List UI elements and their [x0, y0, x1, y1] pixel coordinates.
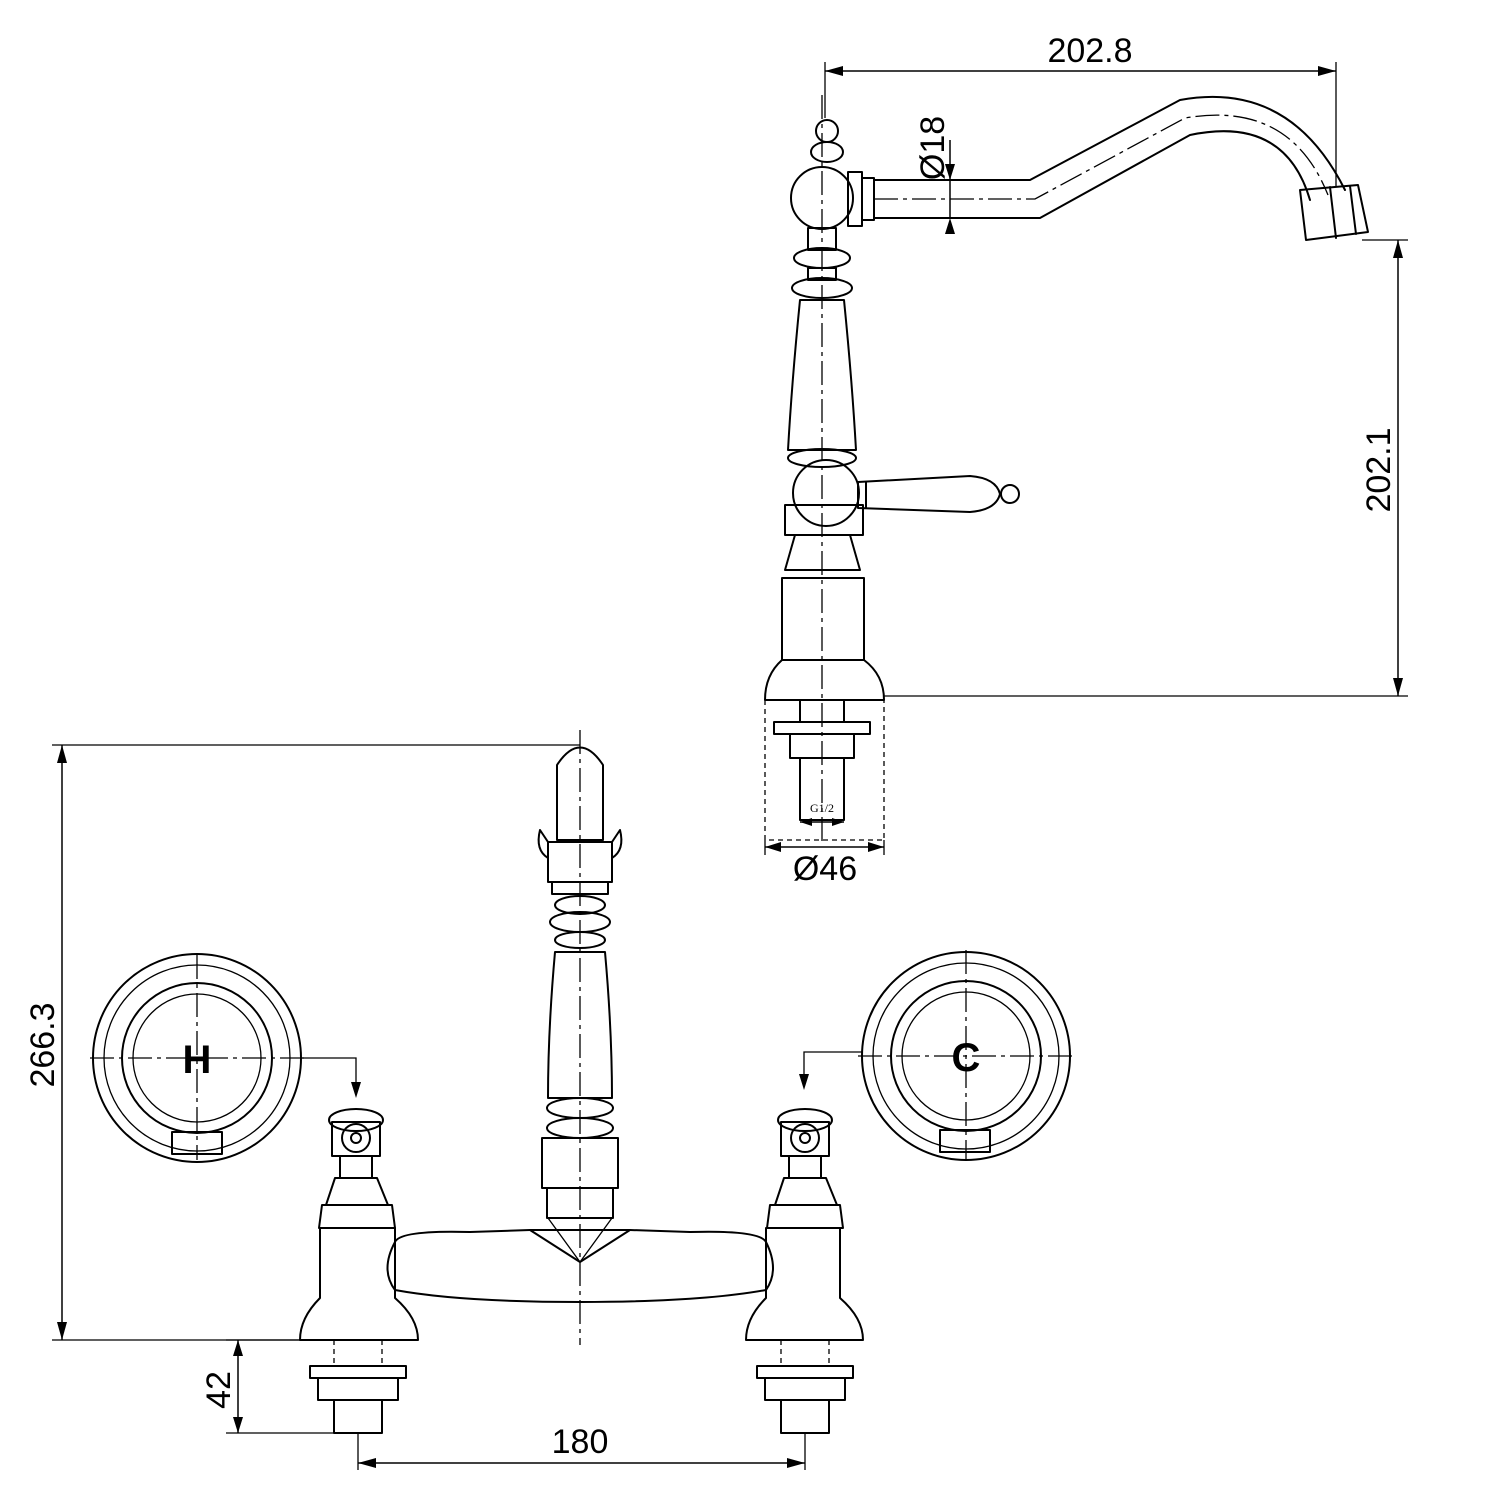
dim-base-diameter: Ø46: [793, 850, 857, 888]
dim-shank-length: 42: [200, 1371, 238, 1409]
dim-spout-diameter: Ø18: [914, 116, 952, 180]
left-valve: [299, 1108, 419, 1434]
front-view: H C: [90, 730, 1075, 1434]
side-view-dimensions: 202.8 Ø18 202.1 Ø46: [764, 32, 1408, 888]
thread-label: G1/2: [810, 801, 834, 815]
dim-centres: 180: [552, 1423, 609, 1461]
dim-spout-reach: 202.8: [1047, 32, 1132, 70]
dim-spout-height: 202.1: [1360, 427, 1398, 512]
hot-handle-top-view: H: [90, 953, 361, 1163]
cold-indicator-label: C: [952, 1036, 981, 1080]
side-view: G1/2: [764, 95, 1369, 845]
right-valve: [745, 1108, 864, 1434]
cold-handle-top-view: C: [799, 950, 1075, 1161]
hot-indicator-label: H: [183, 1038, 212, 1082]
front-view-dimensions: 266.3 42 180: [24, 744, 806, 1470]
dim-overall-height: 266.3: [24, 1002, 62, 1087]
